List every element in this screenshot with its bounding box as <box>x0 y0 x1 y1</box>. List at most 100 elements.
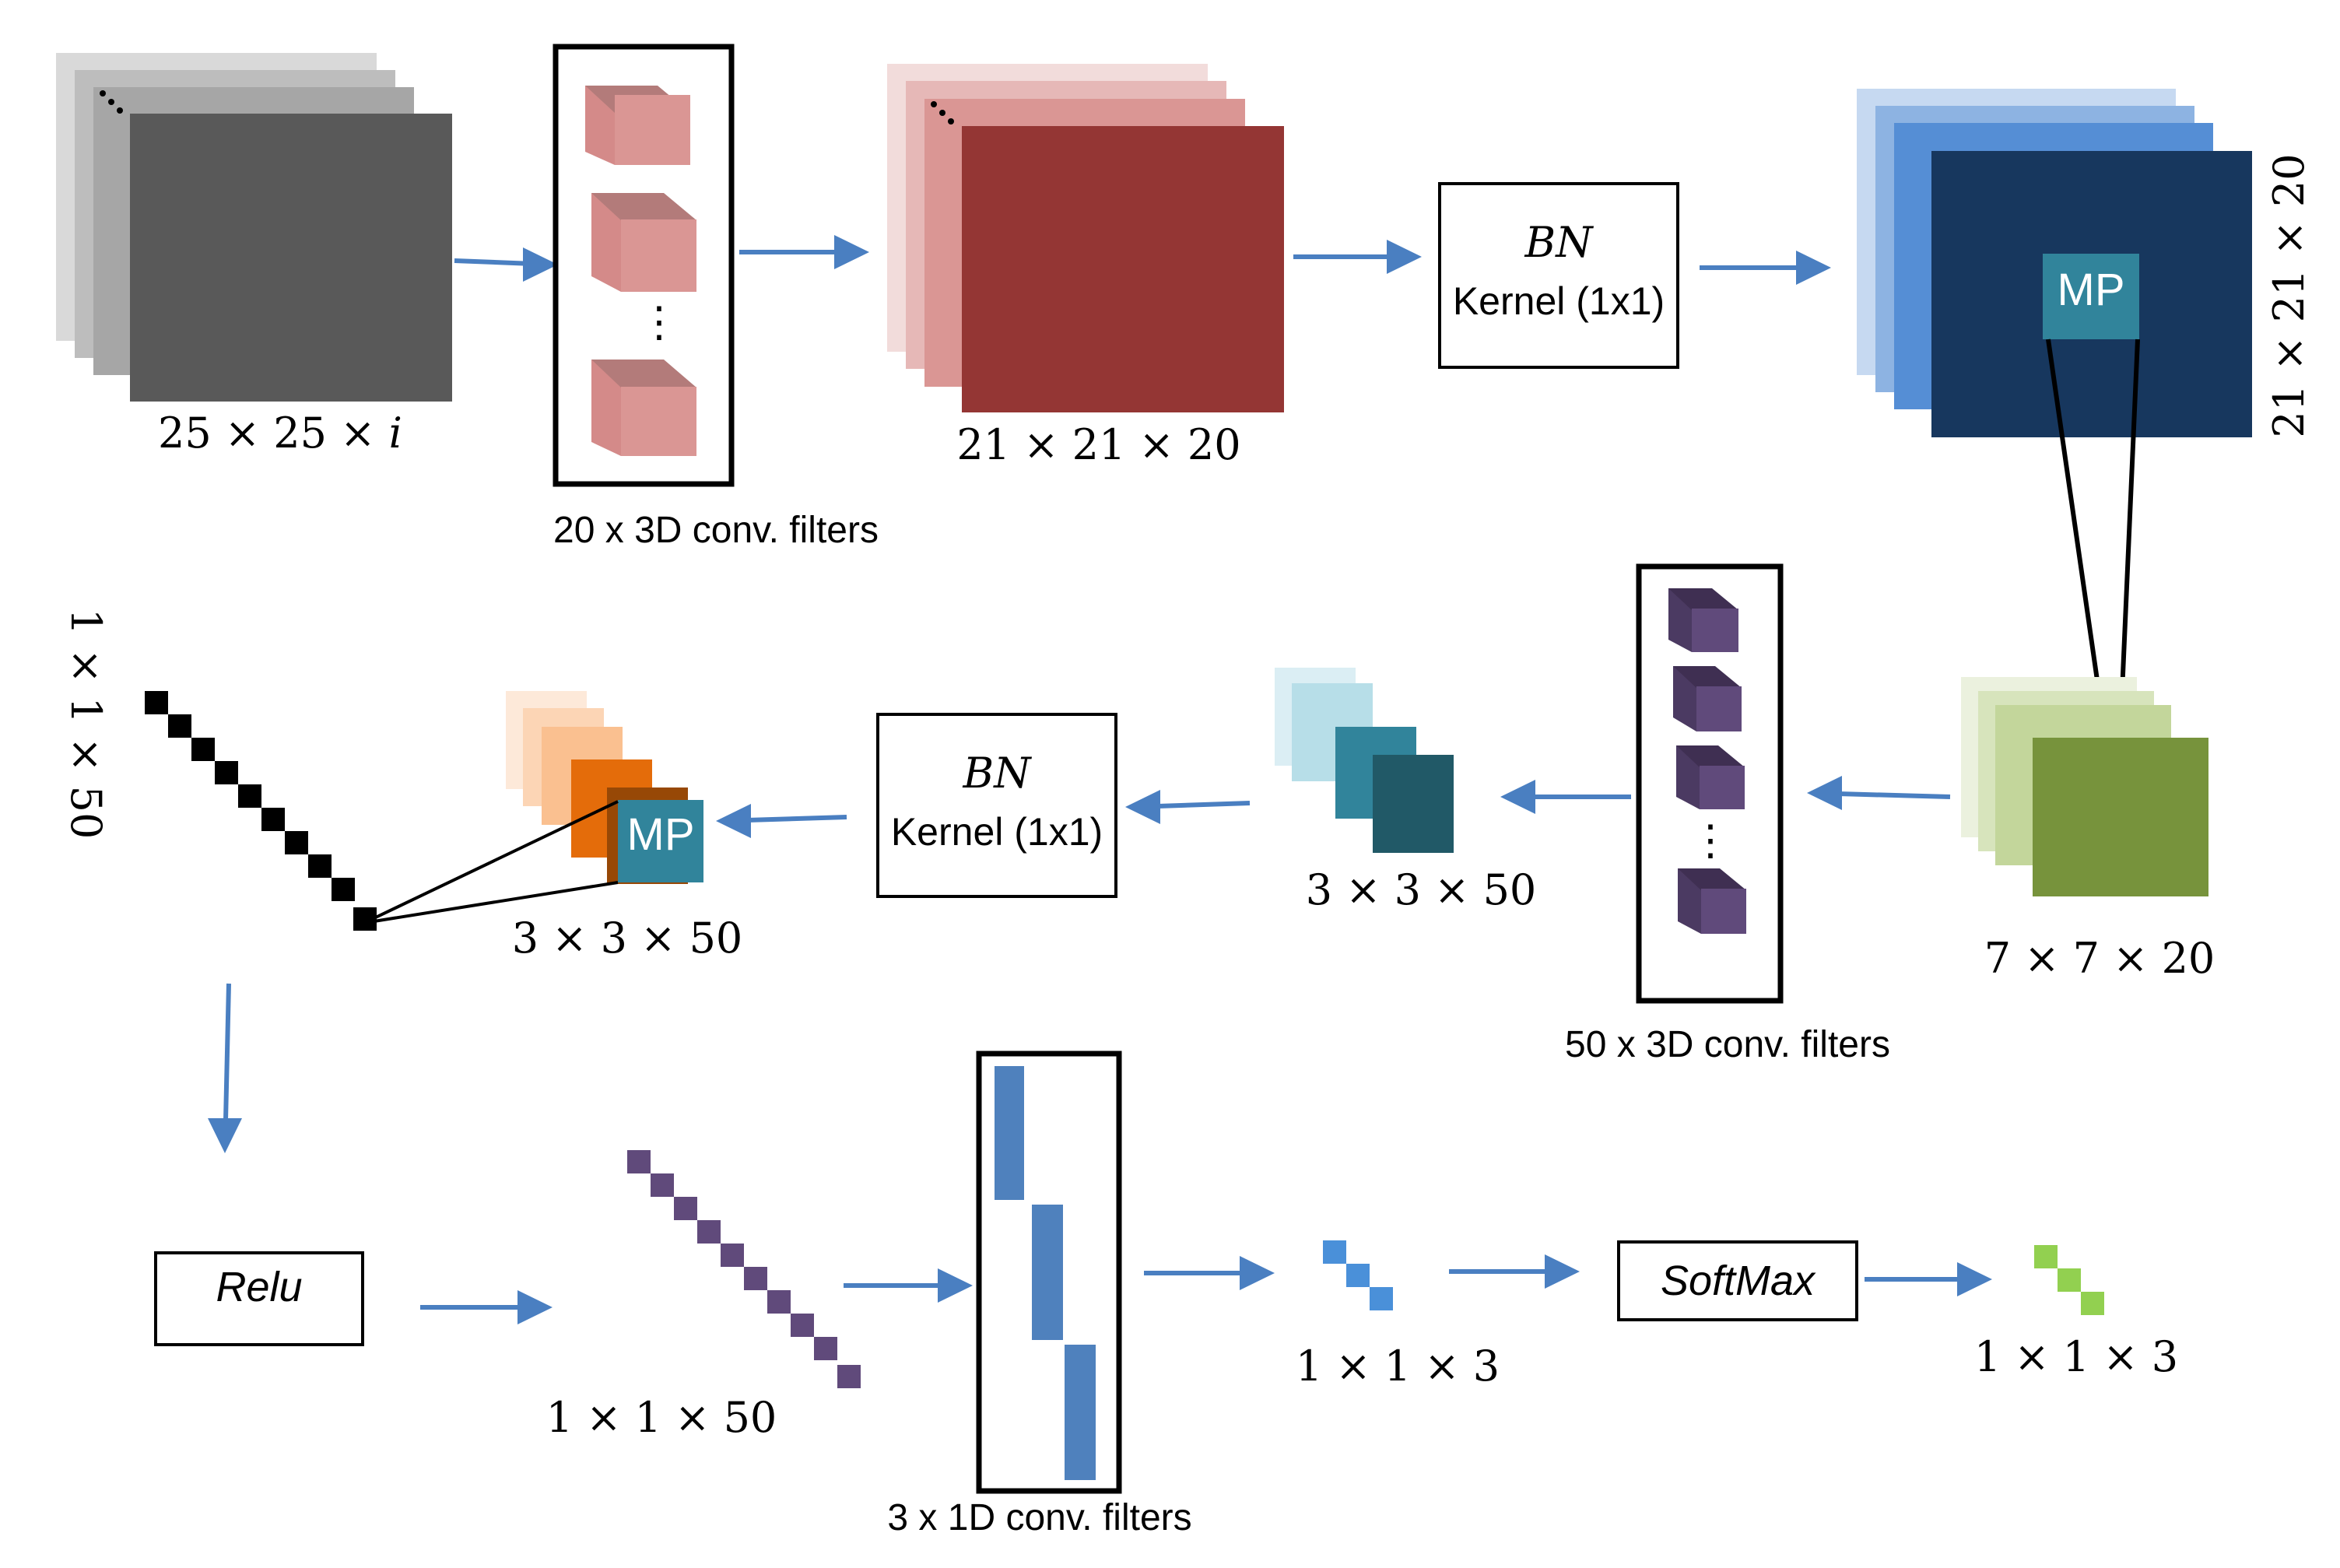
pool1-stack <box>1961 677 2208 896</box>
vector-cell <box>627 1150 651 1173</box>
out1-dim: 1 × 1 × 3 <box>1296 1342 1500 1391</box>
relu-label: Relu <box>216 1264 302 1310</box>
flat-vector <box>145 691 377 931</box>
purple-cube-1 <box>1668 588 1738 652</box>
vector-cell <box>215 761 238 784</box>
mp-window-1 <box>2043 254 2139 339</box>
arrow-fmap3-to-bn2 <box>1125 790 1251 824</box>
conv1-caption: 20 x 3D conv. filters <box>553 510 879 551</box>
arrow-fmap1-to-bn1 <box>1293 240 1422 274</box>
vector-cell <box>308 854 332 878</box>
fmap3-stack <box>1275 668 1454 853</box>
relu-vector <box>627 1150 861 1388</box>
input-dim: 25 × 25 × i <box>158 409 402 458</box>
softmax-box: SoftMax <box>1617 1240 1858 1321</box>
bn1-box: BN Kernel (1x1) <box>1438 182 1679 369</box>
arrow-bn1-to-fmap2 <box>1700 251 1831 285</box>
vector-cell <box>697 1220 721 1244</box>
softmax-label: SoftMax <box>1661 1258 1816 1304</box>
pool1-layer-4 <box>2033 738 2208 896</box>
arrow-vec-to-conv3 <box>844 1268 973 1303</box>
pool1-dim: 7 × 7 × 20 <box>1984 934 2215 983</box>
fmap3-layer-4 <box>1373 755 1454 853</box>
arrow-softmax-to-out2 <box>1865 1262 1992 1296</box>
conv2-caption: 50 x 3D conv. filters <box>1565 1024 1890 1065</box>
vector-cell <box>168 714 191 738</box>
mp-label-1: MP <box>2058 265 2125 315</box>
purple-cube-2 <box>1673 666 1742 731</box>
input-feature-maps <box>56 53 452 402</box>
filter-1d-2 <box>1032 1205 1063 1340</box>
arrow-conv1-to-fmap1 <box>739 235 869 269</box>
vector-cell <box>332 878 355 901</box>
vector-cell <box>744 1267 767 1290</box>
red-cube-3 <box>591 360 696 456</box>
mp-window-2 <box>618 800 703 882</box>
fmap2-dim: 21 × 21 × 20 <box>2265 153 2314 437</box>
vector-cell <box>191 738 215 761</box>
fmap2-stack: MP <box>1857 89 2252 437</box>
bn1-kernel: Kernel (1x1) <box>1453 279 1665 323</box>
bn2-title: BN <box>963 749 1033 798</box>
conv2-ellipsis: ⋮ <box>1689 816 1731 865</box>
fmap1-layer-4 <box>962 126 1284 412</box>
arrow-out1-to-softmax <box>1449 1254 1580 1289</box>
out2-dim: 1 × 1 × 3 <box>1974 1332 2178 1381</box>
vector-cell <box>767 1290 791 1314</box>
vector-cell <box>1323 1240 1346 1264</box>
vector-cell <box>651 1173 674 1197</box>
arrow-pool1-to-conv2 <box>1807 776 1951 810</box>
arrow-conv2-to-fmap3 <box>1500 780 1631 814</box>
vector-cell <box>791 1314 814 1337</box>
conv2-filter-box: ⋮ <box>1636 563 1784 1004</box>
relu-box: Relu <box>154 1251 364 1346</box>
out1-vector <box>1323 1240 1393 1310</box>
bn1-title: BN <box>1524 218 1594 267</box>
red-cube-2 <box>591 193 696 292</box>
purple-cube-3 <box>1676 745 1745 809</box>
stack-dots <box>100 90 123 114</box>
bn2-kernel: Kernel (1x1) <box>891 810 1103 854</box>
vector-cell <box>2058 1268 2081 1292</box>
vector-cell <box>238 784 261 808</box>
vector-cell <box>721 1244 744 1267</box>
vector-cell <box>261 808 285 831</box>
stack-dots <box>931 101 954 125</box>
arrow-conv3-to-out1 <box>1144 1256 1275 1290</box>
vec-dim: 1 × 1 × 50 <box>546 1393 777 1442</box>
fmap4-dim: 3 × 3 × 50 <box>512 914 743 963</box>
vector-cell <box>814 1337 837 1360</box>
vector-cell <box>2034 1245 2058 1268</box>
bn2-box: BN Kernel (1x1) <box>876 713 1117 898</box>
input-layer-4 <box>130 114 452 402</box>
fmap1-stack <box>887 64 1284 412</box>
arrow-bn2-to-fmap4 <box>716 804 847 838</box>
vector-cell <box>1370 1287 1393 1310</box>
flat-dim: 1 × 1 × 50 <box>61 609 111 840</box>
filter-1d-3 <box>1065 1345 1096 1480</box>
pool2-projection-lines <box>363 800 619 924</box>
vector-cell <box>285 831 308 854</box>
mp-label-2: MP <box>627 809 695 860</box>
conv1-filter-box: ⋮ <box>553 44 735 487</box>
vector-cell <box>145 691 168 714</box>
fmap1-dim: 21 × 21 × 20 <box>956 420 1240 469</box>
purple-cube-4 <box>1678 868 1746 934</box>
out2-vector <box>2034 1245 2104 1315</box>
fmap4-stack: MP <box>506 691 703 884</box>
filter-1d-1 <box>995 1066 1024 1200</box>
vector-cell <box>2081 1292 2104 1315</box>
vector-cell <box>1346 1264 1370 1287</box>
vector-cell <box>353 907 377 931</box>
vector-cell <box>837 1365 861 1388</box>
conv3-caption: 3 x 1D conv. filters <box>887 1497 1191 1538</box>
vector-cell <box>674 1197 697 1220</box>
arrow-relu-to-vec <box>420 1290 553 1324</box>
arrow-input-to-conv1 <box>454 247 558 282</box>
conv1-ellipsis: ⋮ <box>638 297 680 346</box>
arrow-flat-to-relu <box>208 983 242 1153</box>
fmap3-dim: 3 × 3 × 50 <box>1306 865 1537 914</box>
conv3-filter-box <box>976 1051 1122 1494</box>
red-cube-1 <box>585 86 690 165</box>
